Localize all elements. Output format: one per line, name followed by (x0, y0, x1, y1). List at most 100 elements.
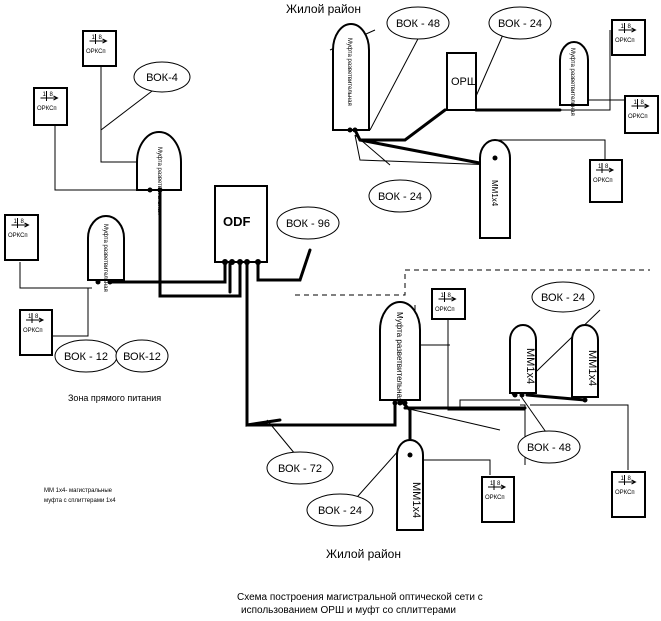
cable-label-vok72: ВОК - 72 (266, 451, 334, 485)
orsh-cabinet (446, 52, 477, 111)
cable-label-text: ВОК - 48 (527, 442, 571, 454)
orks-port-left: 1 (43, 92, 47, 98)
splice-closure-lower-label: Муфта разветвительная (395, 312, 404, 402)
cable-label-text: ВОК - 12 (64, 351, 108, 363)
orks-port-left: 1 (634, 100, 638, 106)
orks-port-right: 8 (99, 35, 103, 41)
legend-note-line2: муфта с сплиттерами 1х4 (44, 498, 116, 504)
cable-label-text: ВОК - 24 (541, 292, 585, 304)
cable-label-text: ВОК - 96 (286, 218, 330, 230)
zone-label: Зона прямого питания (68, 393, 161, 403)
splice-closure-lower: Муфта разветвительная (379, 301, 421, 402)
orks-port-right: 8 (628, 24, 632, 30)
splice-closure-top-right: Муфта разветвительная (559, 41, 589, 116)
mm1x4-bottom-label: ММ1х4 (410, 482, 422, 518)
orks-port-right: 8 (35, 314, 39, 320)
splice-closure-top-right-label: Муфта разветвительная (569, 48, 575, 116)
splice-closure-lower-left-label: Муфта разветвительная (102, 224, 108, 292)
orks-port-left: 1 (92, 35, 96, 41)
orks-frame (624, 95, 659, 134)
splice-closure-top: Муфта разветвительная (332, 23, 370, 131)
splice-closure-lower-left: Муфта разветвительная (87, 215, 125, 292)
orks-port-right: 8 (628, 476, 632, 482)
orks-frame (611, 471, 646, 518)
cable-label-vok12-b: ВОК-12 (115, 339, 169, 373)
odf-ports (222, 259, 261, 265)
mm1x4-right: ММ1х4 (571, 324, 599, 398)
orks-port-right: 8 (448, 293, 452, 299)
orks-frame (33, 87, 68, 126)
caption-line1: Схема построения магистральной оптическо… (237, 592, 483, 603)
zone-boundary (295, 269, 650, 296)
cable-label-text: ВОК-12 (123, 351, 161, 363)
mm1x4-center: ММ1х4 (509, 324, 537, 394)
orks-label: ОРКСп (615, 490, 635, 496)
splice-closure-top-label: Муфта разветвительная (346, 38, 352, 106)
orks-port-left: 1 (28, 314, 32, 320)
cable-label-text: ВОК - 24 (498, 18, 542, 30)
orks-port-left: 1 (598, 164, 602, 170)
orks-port-right: 8 (641, 100, 645, 106)
orks-label: ОРКСп (37, 106, 57, 112)
trunk-cables (108, 108, 587, 472)
orks-frame (431, 288, 466, 320)
orks-frame (4, 214, 39, 261)
orks-frame (19, 309, 53, 356)
splice-closure-left: Муфта разветвительная (136, 131, 182, 215)
cable-label-text: ВОК - 72 (278, 463, 322, 475)
cable-label-vok24-mid: ВОК - 24 (368, 179, 432, 213)
cable-label-text: ВОК - 24 (378, 191, 422, 203)
orks-port-left: 1 (490, 481, 494, 487)
orks-frame (611, 19, 646, 56)
mm1x4-right-label: ММ1х4 (586, 350, 598, 386)
orks-label: ОРКСп (485, 495, 505, 501)
orks-port-left: 1 (14, 219, 18, 225)
odf-cabinet (214, 185, 268, 263)
orks-label: ОРКСп (435, 307, 455, 313)
cable-label-vok24-bottom: ВОК - 24 (306, 493, 374, 527)
cable-label-vok12-a: ВОК - 12 (54, 339, 118, 373)
cable-label-vok48-top: ВОК - 48 (386, 6, 450, 40)
joint-dots (95, 127, 588, 458)
mm1x4-bottom: ММ1х4 (396, 439, 424, 531)
cable-label-vok4: ВОК-4 (133, 61, 191, 93)
orks-frame (481, 476, 515, 523)
mm1x4-top: ММ1х4 (479, 139, 511, 239)
orks-label: ОРКСп (8, 233, 28, 239)
cable-label-vok24-right: ВОК - 24 (531, 281, 595, 313)
orks-port-right: 8 (605, 164, 609, 170)
cable-label-vok24-top: ВОК - 24 (488, 6, 552, 40)
title-bottom: Жилой район (326, 547, 401, 561)
orks-port-right: 8 (497, 481, 501, 487)
orks-label: ОРКСп (86, 49, 106, 55)
mm1x4-top-label: ММ1х4 (490, 180, 499, 207)
cable-label-text: ВОК - 48 (396, 18, 440, 30)
orks-label: ОРКСп (593, 178, 613, 184)
odf-label: ODF (223, 214, 251, 229)
orks-label: ОРКСп (628, 114, 648, 120)
caption-line2: использованием ОРШ и муфт со сплиттерами (241, 604, 456, 616)
orsh-label: ОРШ (451, 76, 477, 88)
orks-port-left: 1 (621, 24, 625, 30)
orks-port-left: 1 (621, 476, 625, 482)
mm1x4-center-label: ММ1х4 (524, 348, 536, 384)
orks-label: ОРКСп (23, 328, 43, 334)
orks-label: ОРКСп (615, 38, 635, 44)
orks-port-right: 8 (50, 92, 54, 98)
title-top: Жилой район (286, 2, 361, 16)
cable-label-text: ВОК - 24 (318, 505, 362, 517)
cable-label-vok48-bottom: ВОК - 48 (517, 430, 581, 464)
